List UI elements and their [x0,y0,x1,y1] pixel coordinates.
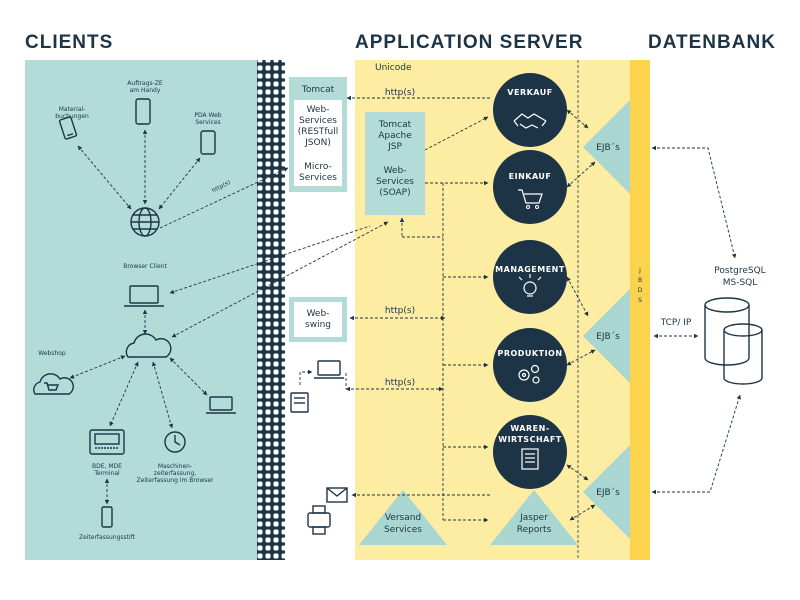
svg-text:MANAGEMENT: MANAGEMENT [495,265,565,274]
jsp-line-3: JSP [387,142,402,152]
maschinen-label-3: Zeiterfassung im Browser [136,477,214,484]
bde-label-2: Terminal [93,470,120,477]
tomcat-line-3: (RESTfull [298,127,339,137]
jsp-line-5: Web- [384,166,407,176]
database-icon [704,297,763,385]
db-connectors [651,145,741,495]
jsp-line-1: Tomcat [378,120,412,130]
ejb-triangle-3 [583,445,630,539]
module-management: MANAGEMENT [493,240,567,314]
module-warenwirtschaft: WAREN- WIRTSCHAFT [493,415,567,489]
db-name-1: PostgreSQL [714,266,765,276]
fax-icon [290,392,309,413]
tomcat-line-6: Micro- [304,162,332,172]
terminal-icon [89,429,125,455]
mail-icon [326,487,348,503]
bde-label-1: BDE, MDE [92,463,122,470]
jsp-line-2: Apache [378,131,412,141]
module-einkauf: EINKAUF [493,150,567,224]
datenbank-header: DATENBANK [648,32,776,53]
browser-client-label: Browser Client [123,263,167,270]
pda-label-2: Services [195,119,220,126]
phone-icon [135,98,151,125]
jasper-triangle [490,490,578,545]
jbds-letter-b: B [638,277,642,284]
desk-laptop-icon [314,360,344,379]
pda-label-1: PDA Web [194,112,221,119]
tomcat-line-2: Services [299,116,337,126]
jbds-letter-d: D [638,287,643,294]
tcp-label: TCP/ IP [660,318,692,328]
auftrags-label-2: am Handy [130,87,161,94]
jasper-line-1: Jasper [519,513,548,523]
http-label-laptop: http(s) [385,378,415,388]
svg-text:WAREN-: WAREN- [510,424,549,433]
cloud-icon [125,333,172,358]
globe-icon [130,207,160,237]
http-label-webswing: http(s) [385,306,415,316]
jsp-line-6: Services [376,177,414,187]
tomcat-jsp-box [365,112,425,215]
unicode-label: Unicode [375,63,412,73]
lightbulb-icon [518,274,542,297]
tomcat-title: Tomcat [301,85,335,95]
tomcat-inner-box [294,100,342,186]
app-connectors [299,95,596,523]
tomcat-line-4: JSON) [304,138,331,148]
pen-device-icon [101,506,113,528]
stift-label: Zeiterfassungsstift [79,534,136,541]
firewall-mesh [257,60,285,560]
ejb-label-1: EJB´s [596,142,620,153]
versand-line-2: Services [384,525,422,535]
pda-icon [200,130,216,155]
webshop-label: Webshop [38,350,66,357]
tomcat-line-7: Services [299,173,337,183]
ejb-label-2: EJB´s [596,331,620,342]
module-verkauf: VERKAUF [493,73,567,147]
webshop-cloud-icon [33,373,74,395]
document-icon [521,448,539,470]
auftrags-label-1: Auftrags-ZE [127,80,163,87]
http-label-top: http(s) [385,88,415,98]
material-label-2: buchungen [55,113,89,120]
cart-icon [518,189,543,209]
maschinen-label-1: Maschinen- [158,463,192,470]
versand-line-1: Versand [385,513,421,523]
webswing-inner-box [294,302,342,337]
maschinen-label-2: zeiterfassung, [154,470,196,477]
tablet-icon [58,116,78,140]
jbds-bar [630,60,650,560]
client-connectors [69,129,389,505]
svg-text:EINKAUF: EINKAUF [509,172,552,181]
module-produktion: PRODUKTION [493,328,567,402]
printer-icon [307,505,331,535]
jasper-line-2: Reports [517,525,552,535]
db-name-2: MS-SQL [723,278,758,288]
jbds-letter-j: J [638,267,641,274]
laptop-icon [124,285,164,307]
jsp-line-7: (SOAP) [379,188,410,198]
webswing-line-1: Web- [307,309,330,319]
handshake-icon [513,113,547,129]
svg-text:VERKAUF: VERKAUF [507,88,552,97]
small-laptop-icon [206,396,236,414]
material-label-1: Material- [59,106,86,113]
app-server-header: APPLICATION SERVER [355,32,583,53]
tomcat-line-1: Web- [307,105,330,115]
svg-text:WIRTSCHAFT: WIRTSCHAFT [498,435,562,444]
ejb-label-3: EJB´s [596,487,620,498]
jbds-letter-s: S [638,297,642,304]
clients-header: CLIENTS [25,32,113,53]
ejb-triangle-1 [583,100,630,194]
svg-text:PRODUKTION: PRODUKTION [497,349,562,358]
ejb-triangle-2 [583,289,630,383]
gears-icon [518,364,540,384]
webswing-line-2: swing [305,320,331,330]
versand-triangle [359,490,447,545]
clock-icon [164,431,186,453]
